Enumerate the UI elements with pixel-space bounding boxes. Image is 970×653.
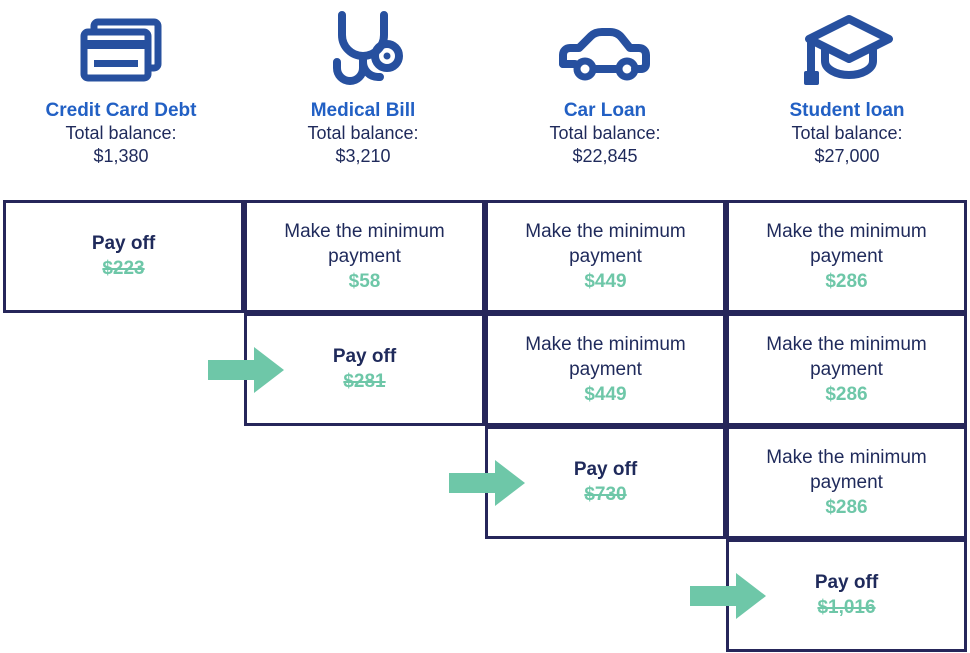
payment-amount: $286 [825, 383, 868, 405]
debt-title: Medical Bill [310, 100, 416, 121]
minimum-payment-label: Make the minimum payment [766, 333, 927, 380]
payment-amount: $286 [825, 270, 868, 292]
credit-card-icon [80, 18, 162, 82]
plan-cell: Pay off $730 [485, 426, 726, 539]
plan-cell: Pay off $1,016 [726, 539, 967, 652]
plan-cell: Make the minimum payment $286 [726, 426, 967, 539]
debt-title: Student loan [789, 100, 905, 121]
payment-amount: $730 [584, 484, 627, 505]
plan-cell: Make the minimum payment $286 [726, 313, 967, 426]
arrow-to-medical-bill-payoff [208, 347, 284, 393]
pay-off-label: Pay off [573, 459, 638, 480]
pay-off-label: Pay off [332, 346, 397, 367]
car-icon [555, 6, 655, 98]
pay-off-label: Pay off [814, 572, 879, 593]
arrow-right-icon [690, 573, 766, 619]
plan-cell: Pay off $223 [3, 200, 244, 313]
graduation-cap-icon [799, 6, 895, 98]
payment-amount: $286 [825, 496, 868, 518]
debt-balance-amount: $1,380 [93, 146, 149, 166]
debt-title: Credit Card Debt [45, 100, 197, 121]
debt-balance-amount: $22,845 [572, 146, 638, 166]
credit-card-icon [78, 6, 164, 98]
stethoscope-icon [320, 6, 406, 98]
plan-cell: Make the minimum payment $449 [485, 313, 726, 426]
debt-balance-amount: $27,000 [814, 146, 880, 166]
arrow-right-icon [208, 347, 284, 393]
minimum-payment-label: Make the minimum payment [766, 220, 927, 267]
minimum-payment-label: Make the minimum payment [525, 220, 686, 267]
plan-cell: Make the minimum payment $58 [244, 200, 485, 313]
payment-amount: $281 [343, 371, 386, 392]
minimum-payment-label: Make the minimum payment [284, 220, 445, 267]
payment-amount: $223 [102, 258, 145, 279]
pay-off-label: Pay off [91, 233, 156, 254]
debt-balance-label: Total balance: [549, 123, 661, 143]
car-icon [559, 28, 650, 81]
payment-amount: $449 [584, 270, 627, 292]
graduation-cap-icon [804, 15, 893, 85]
minimum-payment-label: Make the minimum payment [525, 333, 686, 380]
stethoscope-icon [333, 11, 403, 85]
plan-cell: Make the minimum payment $449 [485, 200, 726, 313]
payment-amount: $58 [348, 270, 381, 292]
debt-title: Car Loan [563, 100, 647, 121]
arrow-right-icon [449, 460, 525, 506]
payment-amount: $449 [584, 383, 627, 405]
payment-amount: $1,016 [817, 597, 876, 618]
arrow-to-car-loan-payoff [449, 460, 525, 506]
debt-balance-amount: $3,210 [335, 146, 391, 166]
plan-cell: Make the minimum payment $286 [726, 200, 967, 313]
minimum-payment-label: Make the minimum payment [766, 446, 927, 493]
debt-balance-label: Total balance: [65, 123, 177, 143]
plan-cell: Pay off $281 [244, 313, 485, 426]
debt-balance-label: Total balance: [307, 123, 419, 143]
arrow-to-student-loan-payoff [690, 573, 766, 619]
debt-balance-label: Total balance: [791, 123, 903, 143]
